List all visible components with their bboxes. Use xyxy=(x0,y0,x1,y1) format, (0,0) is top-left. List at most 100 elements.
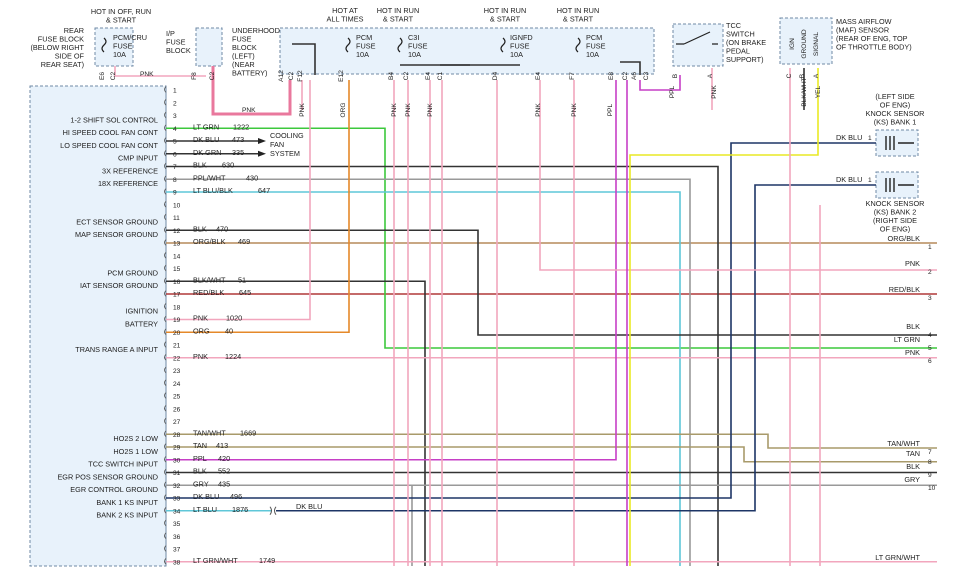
connector-label-4: C2 xyxy=(209,71,216,80)
knock-sensor-1-label-line-4: (KS) BANK 1 xyxy=(874,118,917,127)
pcm-module-box xyxy=(29,85,167,567)
pin-circuit-4: 1222 xyxy=(233,122,249,131)
vertical-wire-label-2: PNK xyxy=(242,107,256,114)
pin-terminal-19 xyxy=(164,315,167,323)
output-number-9: 9 xyxy=(928,472,932,479)
pin-terminal-11 xyxy=(164,213,167,221)
pin-number-12: 12 xyxy=(173,228,181,235)
pin-terminal-20 xyxy=(164,328,167,336)
pin-circuit-13: 469 xyxy=(238,237,250,246)
ppl-wire-tcc-link xyxy=(639,75,681,91)
connector-label-24: A xyxy=(813,73,820,78)
pin-terminal-6 xyxy=(164,149,167,157)
maf-pin-label-1: IGN xyxy=(789,38,796,50)
connector-label-19: C3 xyxy=(643,71,650,80)
pin-wire-color-8: PPL/WHT xyxy=(193,173,226,182)
pin-number-29: 29 xyxy=(173,445,181,452)
pcm-fuse-label-1-line-3: 10A xyxy=(356,50,369,59)
pnk-wire-ip-fuse xyxy=(211,66,292,116)
pcm-function-29: HO2S 2 LOW xyxy=(113,434,158,443)
knock-sensor-1-label-line-2: OF ENG) xyxy=(880,101,910,110)
pin-number-27: 27 xyxy=(173,419,181,426)
pin-number-1: 1 xyxy=(173,88,177,95)
connector-label-21: A xyxy=(707,73,714,78)
pin-number-16: 16 xyxy=(173,279,181,286)
underhood-fuse-block-label-line-2: FUSE xyxy=(232,35,252,44)
pcm-function-12: ECT SENSOR GROUND xyxy=(76,217,158,226)
ks2-wire-label: DK BLU xyxy=(836,175,862,184)
vertical-wire-label-7: PNK xyxy=(535,103,542,117)
pin-wire-color-4: LT GRN xyxy=(193,122,219,131)
pnk-wire-e4-2 xyxy=(539,80,937,271)
dk-blu-mid-label: DK BLU xyxy=(296,502,322,511)
pin-terminal-14 xyxy=(164,251,167,259)
pin-terminal-8 xyxy=(164,175,167,183)
ip-fuse-block-label-line-2: FUSE xyxy=(166,38,186,47)
connector-label-2: C2 xyxy=(110,71,117,80)
connector-label-9: B4 xyxy=(388,72,395,80)
maf-sensor-label-line-2: (MAF) SENSOR xyxy=(836,26,889,35)
output-wire-label-6: PNK xyxy=(905,348,920,357)
pcm-function-7: CMP INPUT xyxy=(118,154,159,163)
pin-terminal-21 xyxy=(164,341,167,348)
rear-fuse-block-label-line-2: FUSE BLOCK xyxy=(38,35,84,44)
pcm-fuse-label-2-line-3: 10A xyxy=(586,50,599,59)
maf-pin-label-2: GROUND xyxy=(801,29,808,59)
yel-wire-maf xyxy=(629,68,819,566)
pcm-function-8: 3X REFERENCE xyxy=(102,166,158,175)
pin-terminal-3 xyxy=(164,111,167,119)
pin-number-10: 10 xyxy=(173,202,181,209)
tcc-switch-label-line-4: PEDAL xyxy=(726,47,750,56)
pin-wire-color-20: ORG xyxy=(193,326,210,335)
pin-wire-color-33: DK BLU xyxy=(193,492,219,501)
pin-terminal-29 xyxy=(164,443,167,450)
vertical-wire-label-9: PPL xyxy=(669,85,676,98)
connector-label-6: C2 xyxy=(288,71,295,80)
pin-number-11: 11 xyxy=(173,215,180,222)
tcc-switch-label-line-5: SUPPORT) xyxy=(726,55,764,64)
connector-label-11: E4 xyxy=(425,72,432,80)
pin-number-24: 24 xyxy=(173,381,181,388)
lt-blu-blk-wire-pin-9 xyxy=(166,191,681,566)
pcm-function-5: HI SPEED COOL FAN CONT xyxy=(63,128,159,137)
pcm-fuse-label-1-line-1: PCM xyxy=(356,33,372,42)
tcc-switch-symbol xyxy=(676,31,718,45)
pcm-function-16: PCM GROUND xyxy=(107,268,158,277)
pin-circuit-33: 496 xyxy=(230,492,242,501)
pin-wire-color-19: PNK xyxy=(193,314,208,323)
output-wire-label-5: LT GRN xyxy=(894,335,920,344)
pin-number-3: 3 xyxy=(173,113,177,120)
ppl-wht-wire-pin-8 xyxy=(166,178,691,566)
pin-number-31: 31 xyxy=(173,470,181,477)
vertical-wire-label-10: PNK xyxy=(571,103,578,117)
pin-terminal-18 xyxy=(164,302,167,310)
pcm-cru-fuse-label-line-3: 10A xyxy=(113,50,126,59)
pin-wire-color-17: RED/BLK xyxy=(193,288,224,297)
pin-number-15: 15 xyxy=(173,266,181,273)
pin-terminal-33 xyxy=(164,494,167,501)
pin-terminal-38 xyxy=(164,557,167,565)
pin-number-13: 13 xyxy=(173,241,181,248)
output-number-3: 3 xyxy=(928,295,932,302)
blk-wht-wire-pin-16 xyxy=(166,280,426,566)
rear-fuse-block-label-line-4: SIDE OF xyxy=(55,52,85,61)
connector-label-14: E4 xyxy=(535,72,542,80)
pin-terminal-2 xyxy=(164,98,167,106)
ppl-wire-pin-30 xyxy=(166,80,617,461)
pcm-function-30: HO2S 1 LOW xyxy=(113,447,158,456)
output-wire-label-4: BLK xyxy=(906,322,920,331)
connector-label-1: E6 xyxy=(99,72,106,80)
knock-sensor-1-symbol xyxy=(885,136,914,150)
output-number-5: 5 xyxy=(928,345,932,352)
cooling-fan-system-line-3: SYSTEM xyxy=(270,149,300,158)
connector-label-3: F8 xyxy=(191,72,198,80)
knock-sensor-2-label-line-1: KNOCK SENSOR xyxy=(866,199,925,208)
pin-number-5: 5 xyxy=(173,139,177,146)
pin-wire-color-31: BLK xyxy=(193,467,207,476)
pcm-function-6: LO SPEED COOL FAN CONT xyxy=(60,141,158,150)
pin-wire-color-16: BLK/WHT xyxy=(193,275,226,284)
cooling-fan-system-line-2: FAN xyxy=(270,140,284,149)
fuse-bus-3 xyxy=(620,61,641,75)
connector-label-13: D4 xyxy=(492,71,499,80)
